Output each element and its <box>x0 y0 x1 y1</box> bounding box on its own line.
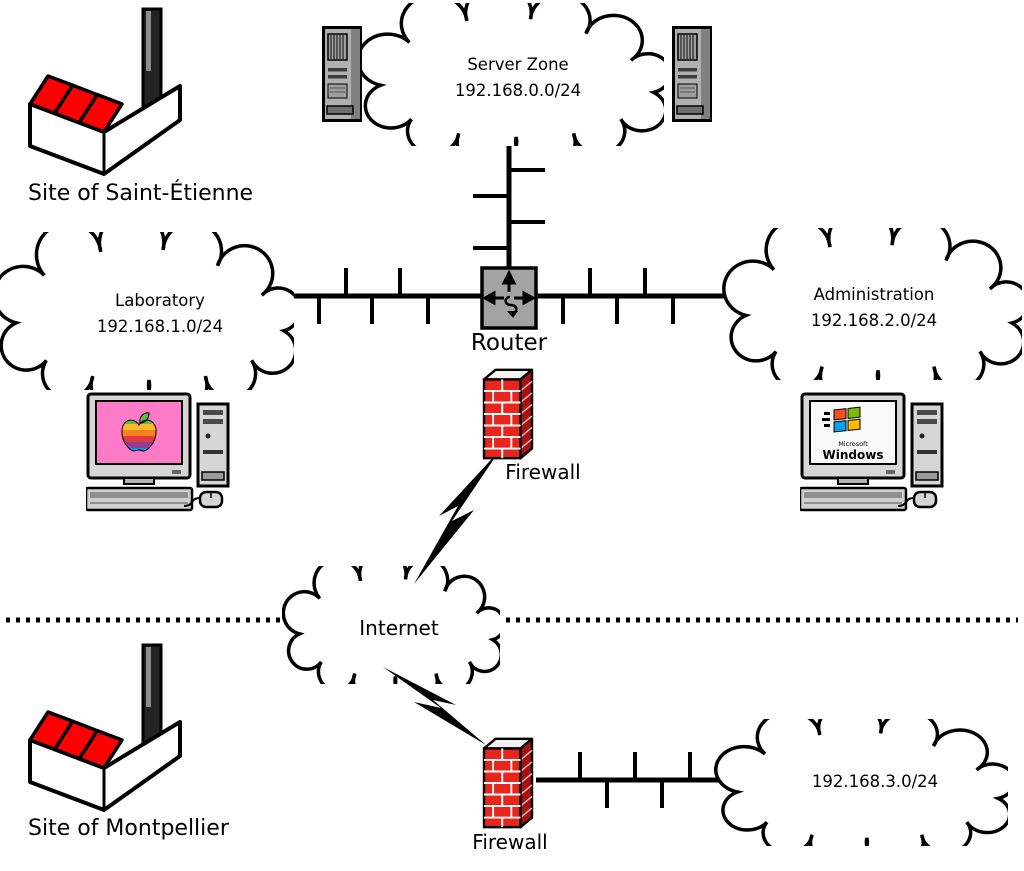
firewall-label-montpellier: Firewall <box>472 830 548 854</box>
server-tower-icon-left <box>322 26 362 122</box>
factory-icon-saint-etienne <box>28 7 182 176</box>
backbone-bus-right-ticks <box>561 268 675 324</box>
firewall-icon-saint-etienne <box>482 368 534 460</box>
windows-brand: Windows <box>823 448 884 462</box>
router-icon <box>480 266 538 330</box>
lightning-bolt-icon-bottom <box>383 667 486 745</box>
firewall-label-saint-etienne: Firewall <box>505 460 581 484</box>
administration-label: Administration 192.168.2.0/24 <box>754 282 994 335</box>
montpellier-lan-bus-ticks <box>578 752 692 808</box>
router-label: Router <box>470 330 548 356</box>
windows-workstation-icon: Microsoft Windows <box>800 392 944 512</box>
montpellier-lan-subnet: 192.168.3.0/24 <box>811 772 939 791</box>
administration-name: Administration <box>813 285 935 304</box>
internet-label: Internet <box>359 616 439 640</box>
server-zone-name: Server Zone <box>467 55 569 74</box>
administration-subnet: 192.168.2.0/24 <box>810 311 938 331</box>
site-label-montpellier: Site of Montpellier <box>28 816 229 841</box>
windows-brand-top: Microsoft <box>838 440 868 448</box>
firewall-icon-montpellier <box>482 737 534 829</box>
server-zone-bus-ticks <box>473 168 545 250</box>
factory-icon-montpellier <box>28 643 182 812</box>
server-tower-icon-right <box>672 26 712 122</box>
site-label-saint-etienne: Site of Saint-Étienne <box>28 181 254 206</box>
lightning-bolt-icon-top <box>414 450 500 584</box>
laboratory-label: Laboratory 192.168.1.0/24 <box>40 288 280 341</box>
mac-workstation-icon <box>86 392 230 512</box>
laboratory-name: Laboratory <box>115 291 205 310</box>
server-zone-label: Server Zone 192.168.0.0/24 <box>398 52 638 105</box>
server-zone-subnet: 192.168.0.0/24 <box>454 81 582 101</box>
backbone-bus-left-ticks <box>317 268 430 324</box>
laboratory-subnet: 192.168.1.0/24 <box>96 317 224 337</box>
